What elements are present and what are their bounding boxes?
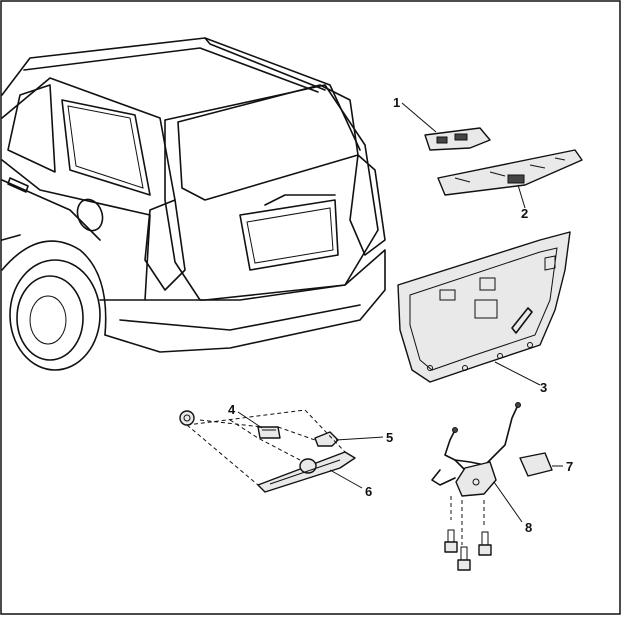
bolt-right (478, 531, 492, 556)
callout-3: 3 (540, 380, 547, 395)
part-5-clip (314, 431, 339, 447)
vehicle-roofline (1, 37, 361, 151)
license-plate-recess (239, 199, 339, 271)
rear-door-window (7, 84, 56, 173)
tail-lamp (349, 154, 386, 256)
door-handle (7, 177, 29, 193)
callout-6: 6 (365, 484, 372, 499)
callout-5: 5 (386, 430, 393, 445)
rear-bumper (99, 249, 386, 353)
grommet (179, 410, 195, 426)
part-6-high-mount-lamp (257, 451, 356, 493)
bolt-middle (457, 546, 471, 571)
callout-4: 4 (228, 402, 236, 417)
callout-2: 2 (521, 206, 528, 221)
wheel-arch (1, 240, 107, 336)
part-4-lamp-socket (257, 426, 281, 439)
rear-quarter-window (61, 99, 151, 196)
rear-wheel (9, 259, 101, 371)
callout-1: 1 (393, 95, 400, 110)
tailgate-outline (164, 84, 379, 301)
part-8-latch-assembly (431, 402, 521, 571)
fuel-door (76, 198, 104, 232)
part-1-handle (424, 127, 491, 151)
part-3-tailgate-panel (397, 231, 571, 383)
part-2-garnish (437, 149, 583, 196)
callout-8: 8 (525, 520, 532, 535)
vehicle-illustration (1, 37, 386, 371)
callout-7: 7 (566, 459, 573, 474)
bolt-left (444, 529, 458, 553)
rear-glass (177, 84, 359, 201)
part-7-license-lamp (519, 452, 553, 477)
